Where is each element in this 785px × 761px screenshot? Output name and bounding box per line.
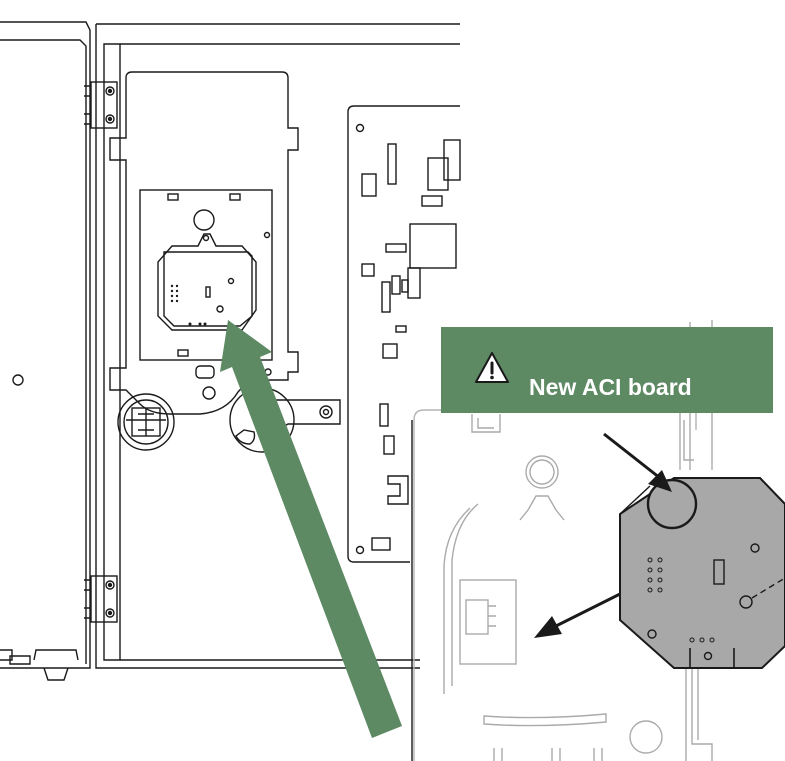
- mounting-bracket: [109, 71, 299, 415]
- zoom-detail: [411, 320, 785, 761]
- drive-gear: [117, 393, 175, 451]
- hole-pointer-arrow: [603, 432, 672, 492]
- cabinet-door: [0, 21, 91, 681]
- new-aci-board: [619, 477, 785, 669]
- cabinet-frame: [95, 23, 460, 669]
- green-pointer-arrow: [220, 320, 402, 738]
- upper-hinge: [84, 81, 118, 129]
- installed-board-thumbnail: [157, 233, 257, 331]
- door-latch: [33, 649, 79, 661]
- connector-pointer-arrow: [534, 592, 621, 638]
- callout-label: New ACI board: [529, 374, 692, 400]
- warning-triangle-icon: [475, 352, 509, 383]
- door-screw-hole: [12, 374, 24, 386]
- callout-banner: New ACI board: [441, 327, 773, 413]
- lower-hinge: [84, 575, 118, 623]
- main-circuit-board: [347, 105, 461, 563]
